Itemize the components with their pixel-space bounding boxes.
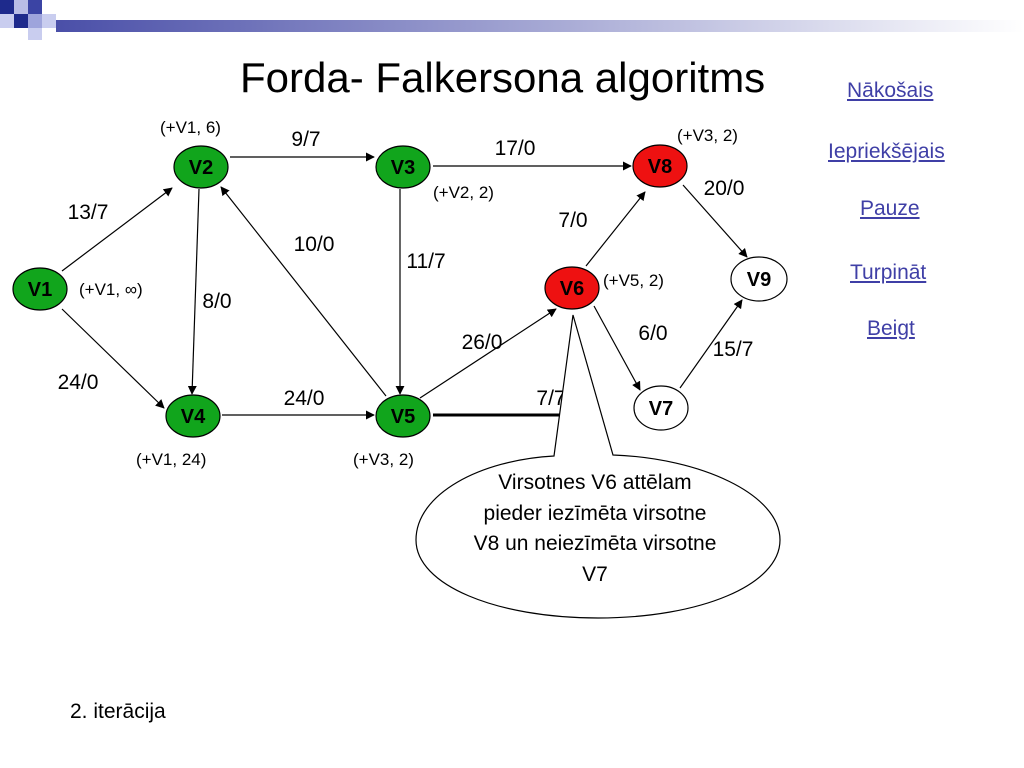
node-label: V4 (181, 406, 206, 428)
mark-v5: (+V3, 2) (353, 450, 414, 469)
node-v9: V9 (730, 256, 788, 302)
mark-v8: (+V3, 2) (677, 126, 738, 145)
node-v7: V7 (633, 385, 689, 431)
edge-v7-v9 (679, 299, 743, 389)
edge-label-v6-v8: 7/0 (558, 209, 587, 232)
node-label: V7 (649, 398, 673, 420)
node-v8: V8 (632, 144, 688, 188)
edge-v1-v4 (61, 308, 165, 409)
node-v4: V4 (165, 394, 221, 438)
node-label: V5 (391, 406, 415, 428)
header-decoration (0, 0, 1024, 40)
mark-v3: (+V2, 2) (433, 183, 494, 202)
edge-v1-v2 (61, 187, 173, 272)
callout-balloon (415, 314, 781, 619)
node-v5: V5 (375, 394, 431, 438)
edge-label-v4-v5: 24/0 (284, 387, 325, 410)
edge-v5-v6 (419, 308, 557, 399)
edge-v5-v2 (220, 186, 387, 397)
edge-label-v2-v4: 8/0 (202, 290, 231, 313)
node-label: V6 (560, 278, 584, 300)
nav-previous-link[interactable]: Iepriekšējais (828, 140, 945, 163)
edge-v6-v7 (593, 305, 641, 391)
node-v2: V2 (173, 145, 229, 189)
node-label: V2 (189, 157, 213, 179)
nav-end-link[interactable]: Beigt (867, 317, 915, 340)
node-label: V1 (28, 279, 52, 301)
nav-resume-link[interactable]: Turpināt (850, 261, 927, 284)
edge-v8-v9 (682, 184, 748, 258)
mark-v6: (+V5, 2) (603, 271, 664, 290)
node-label: V9 (747, 269, 771, 291)
edge-label-v5-v2: 10/0 (294, 233, 335, 256)
slide-title: Forda- Falkersona algoritms (240, 54, 766, 101)
node-v3: V3 (375, 145, 431, 189)
mark-v4: (+V1, 24) (136, 450, 206, 469)
edge-label-v1-v4: 24/0 (58, 371, 99, 394)
edge-label-v5-v7: 7/7 (536, 387, 565, 410)
node-v1: V1 (12, 267, 68, 311)
edge-label-v2-v3: 9/7 (291, 128, 320, 151)
mark-v2: (+V1, 6) (160, 118, 221, 137)
callout-text: Virsotnes V6 attēlam pieder iezīmēta vir… (473, 471, 717, 586)
edge-label-v6-v7: 6/0 (638, 322, 667, 345)
node-v6: V6 (544, 266, 600, 310)
edge-v2-v4 (187, 188, 200, 395)
edge-label-v3-v5: 11/7 (406, 250, 445, 273)
edge-label-v8-v9: 20/0 (704, 177, 745, 200)
edge-label-v1-v2: 13/7 (68, 201, 109, 224)
iteration-label: 2. iterācija (70, 700, 166, 723)
node-label: V3 (391, 157, 415, 179)
node-label: V8 (648, 156, 672, 178)
edge-v6-v8 (585, 191, 646, 267)
edge-label-v7-v9: 15/7 (713, 338, 754, 361)
nav-next-link[interactable]: Nākošais (847, 79, 934, 102)
mark-v1: (+V1, ∞) (79, 280, 143, 299)
edge-label-v5-v6: 26/0 (462, 331, 503, 354)
nav-pause-link[interactable]: Pauze (860, 197, 920, 220)
edge-label-v3-v8: 17/0 (495, 137, 536, 160)
